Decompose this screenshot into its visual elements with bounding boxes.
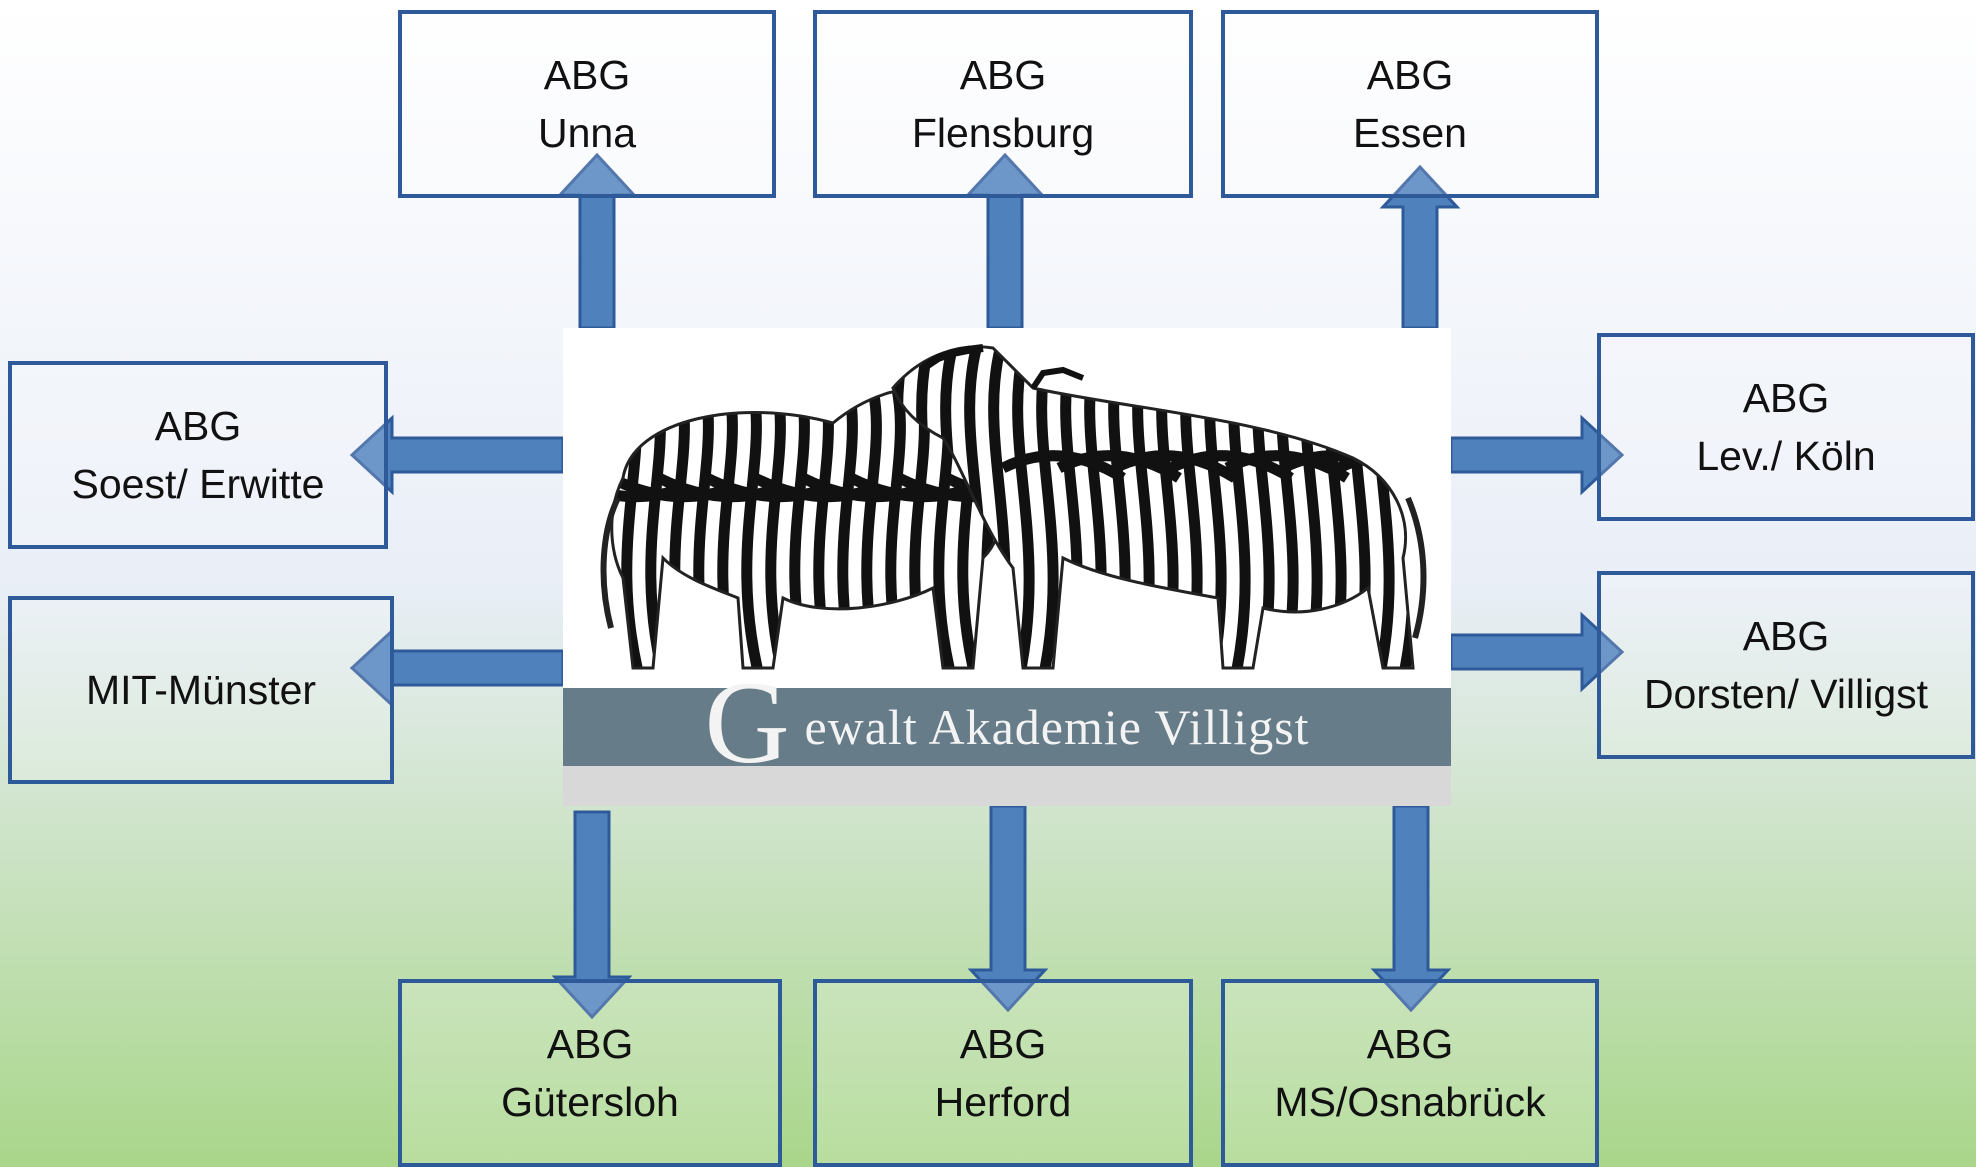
node-mit-muenster-line1: MIT-Münster (85, 667, 317, 713)
arrow-to-guetersloh (551, 810, 633, 1020)
node-dorsten-line1: ABG (1742, 613, 1830, 659)
node-lev-koeln-line2: Lev./ Köln (1696, 433, 1876, 479)
node-soest: ABG Soest/ Erwitte (8, 361, 388, 549)
banner-underbar (563, 766, 1451, 806)
node-flensburg: ABG Flensburg (813, 10, 1193, 198)
node-flensburg-line2: Flensburg (911, 110, 1095, 156)
banner-text-wrap: G ewalt Akademie Villigst (704, 664, 1310, 782)
node-lev-koeln-line1: ABG (1742, 375, 1830, 421)
node-unna-line2: Unna (537, 110, 636, 156)
academy-banner: G ewalt Akademie Villigst (563, 664, 1451, 782)
node-essen-line2: Essen (1353, 110, 1467, 156)
arrow-to-herford (967, 804, 1049, 1013)
node-unna-line1: ABG (543, 52, 631, 98)
node-soest-line2: Soest/ Erwitte (71, 461, 325, 507)
node-soest-line1: ABG (154, 403, 242, 449)
center-logo-image: G ewalt Akademie Villigst (563, 328, 1451, 806)
zebras-illustration (600, 344, 1427, 670)
node-dorsten: ABG Dorsten/ Villigst (1597, 571, 1975, 759)
node-herford-line1: ABG (959, 1021, 1047, 1067)
node-flensburg-line1: ABG (959, 52, 1047, 98)
arrow-to-lev-koeln (1449, 414, 1625, 496)
node-guetersloh-line2: Gütersloh (501, 1079, 679, 1125)
node-ms-osnabrueck-line1: ABG (1366, 1021, 1454, 1067)
node-unna: ABG Unna (398, 10, 776, 198)
banner-initial-letter: G (704, 657, 791, 788)
node-ms-osnabrueck-line2: MS/Osnabrück (1274, 1079, 1546, 1125)
arrow-to-soest (349, 414, 565, 496)
node-essen: ABG Essen (1221, 10, 1599, 198)
arrow-to-ms-osnabrueck (1370, 804, 1452, 1013)
node-essen-line1: ABG (1366, 52, 1454, 98)
node-guetersloh: ABG Gütersloh (398, 979, 782, 1167)
node-ms-osnabrueck: ABG MS/Osnabrück (1221, 979, 1599, 1167)
arrow-to-dorsten (1449, 611, 1625, 693)
node-herford-line2: Herford (934, 1079, 1072, 1125)
node-herford: ABG Herford (813, 979, 1193, 1167)
node-lev-koeln: ABG Lev./ Köln (1597, 333, 1975, 521)
arrow-to-essen (1379, 164, 1461, 330)
node-dorsten-line2: Dorsten/ Villigst (1643, 671, 1929, 717)
node-mit-muenster: MIT-Münster (8, 596, 394, 784)
node-guetersloh-line1: ABG (546, 1021, 634, 1067)
banner-title: ewalt Akademie Villigst (804, 699, 1310, 755)
